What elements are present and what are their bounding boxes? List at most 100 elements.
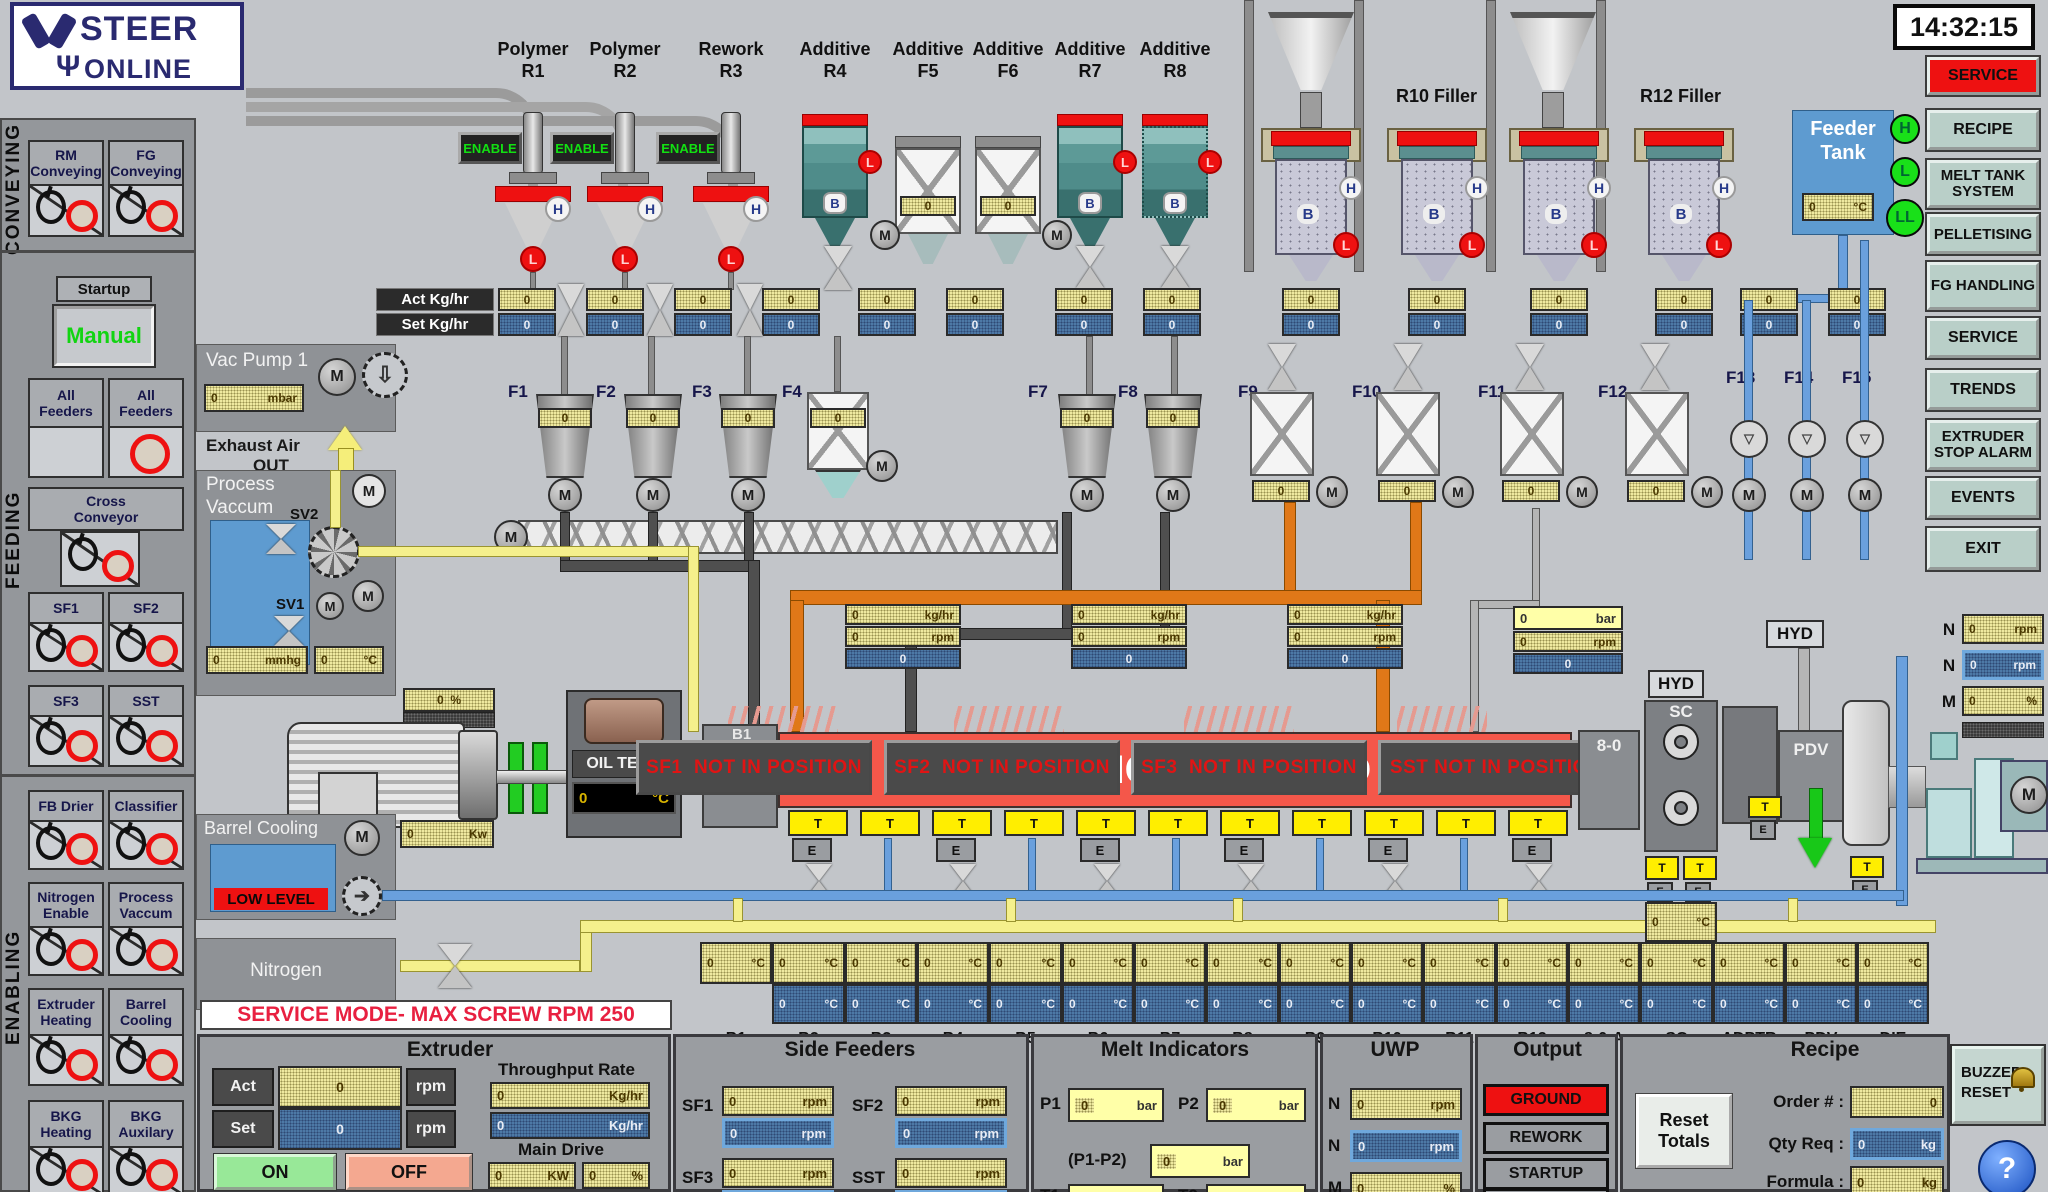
tile-fb-drier[interactable]: FB Drier: [28, 790, 104, 870]
menu-service[interactable]: SERVICE: [1925, 316, 2041, 360]
menu-trends[interactable]: TRENDS: [1925, 368, 2041, 412]
set-rate-display[interactable]: 0: [1530, 313, 1588, 336]
set-rate-display[interactable]: 0: [1828, 313, 1886, 336]
tile-sst[interactable]: SST: [108, 685, 184, 767]
main-drive-label: Main Drive: [518, 1140, 604, 1159]
menu-service-active[interactable]: SERVICE: [1925, 55, 2041, 97]
zone-set-display[interactable]: 0°C: [1857, 984, 1929, 1024]
zone-set-display[interactable]: 0°C: [1785, 984, 1857, 1024]
zone-set-display[interactable]: 0°C: [917, 984, 989, 1024]
hopper-f11: [1500, 392, 1564, 476]
tile-sf2[interactable]: SF2: [108, 592, 184, 672]
set-rate-display[interactable]: 0: [674, 313, 732, 336]
zone-set-display[interactable]: 0°C: [1062, 984, 1134, 1024]
spring-icon: [1184, 706, 1294, 732]
e-block: E: [792, 838, 832, 862]
sv1-valve-icon[interactable]: [274, 616, 304, 646]
zone-set-display[interactable]: 0°C: [989, 984, 1062, 1024]
zone-set-display[interactable]: 0°C: [772, 984, 845, 1024]
tile-sf3[interactable]: SF3: [28, 685, 104, 767]
zone-set-display[interactable]: 0°C: [1279, 984, 1351, 1024]
zone-set-display[interactable]: 0°C: [845, 984, 917, 1024]
menu-fg-handling[interactable]: FG HANDLING: [1925, 260, 2041, 312]
output-fg-silo-button[interactable]: FG SILO: [1483, 1188, 1609, 1192]
menu-recipe[interactable]: RECIPE: [1925, 108, 2041, 152]
zone-set-display[interactable]: 0°C: [1423, 984, 1496, 1024]
extruder-on-button[interactable]: ON: [213, 1153, 337, 1191]
set-rate-display[interactable]: 0: [1655, 313, 1713, 336]
zone-set-display[interactable]: 0°C: [1134, 984, 1206, 1024]
sv2-valve-icon[interactable]: [266, 524, 296, 554]
pipe: [1532, 508, 1540, 608]
set-display[interactable]: 0: [1513, 653, 1623, 674]
output-rework-button[interactable]: REWORK: [1483, 1122, 1609, 1154]
set-rate-display[interactable]: 0: [586, 313, 644, 336]
output-startup-button[interactable]: STARTUP: [1483, 1158, 1609, 1190]
feeder-set-display[interactable]: 0: [1287, 648, 1403, 669]
screw-rpm-set-display[interactable]: 0: [278, 1108, 402, 1150]
set-rate-display[interactable]: 0: [1408, 313, 1466, 336]
zone-act-display: 0°C: [1134, 942, 1206, 984]
zone-set-display[interactable]: 0°C: [1713, 984, 1785, 1024]
zone-set-display[interactable]: 0°C: [1496, 984, 1568, 1024]
zone-set-display[interactable]: 0°C: [1640, 984, 1713, 1024]
menu-exit[interactable]: EXIT: [1925, 526, 2041, 572]
zone-set-display[interactable]: 0°C: [1568, 984, 1640, 1024]
help-icon[interactable]: ?: [1978, 1140, 2036, 1192]
set-rate-display[interactable]: 0: [1055, 313, 1113, 336]
set-rate-display[interactable]: 0: [762, 313, 820, 336]
set-rate-display[interactable]: 0: [946, 313, 1004, 336]
feeder-set-display[interactable]: 0: [845, 648, 961, 669]
valve-icon: [1076, 246, 1104, 288]
zone-set-display[interactable]: 0°C: [1351, 984, 1423, 1024]
menu-pelletising[interactable]: PELLETISING: [1925, 212, 2041, 256]
menu-events[interactable]: EVENTS: [1925, 476, 2041, 520]
menu-extruder-stop-alarm[interactable]: EXTRUDER STOP ALARM: [1925, 418, 2041, 472]
mode-indicator[interactable]: Manual: [52, 304, 156, 368]
disc-hub: [1674, 735, 1688, 749]
tile-classifier[interactable]: Classifier: [108, 790, 184, 870]
menu-melt-tank[interactable]: MELT TANK SYSTEM: [1925, 158, 2041, 210]
zone-act-display: 0°C: [700, 942, 772, 984]
feeder-set-display[interactable]: 0: [1071, 648, 1187, 669]
set-rate-display[interactable]: 0: [1143, 313, 1201, 336]
tile-sf1[interactable]: SF1: [28, 592, 104, 672]
set-rate-display[interactable]: 0: [858, 313, 916, 336]
set-rate-display[interactable]: 0: [1740, 313, 1798, 336]
f11-value-display: 0: [1502, 480, 1560, 502]
nitrogen-valve-icon[interactable]: [438, 944, 472, 988]
order-display[interactable]: 0: [1850, 1086, 1944, 1118]
tile-cross-conveyor-switch[interactable]: [60, 531, 140, 587]
day-bin-cone: [1268, 12, 1354, 90]
zone-set-display[interactable]: 0°C: [1206, 984, 1279, 1024]
output-ground-button[interactable]: GROUND: [1483, 1084, 1609, 1116]
buzzer-label: RESET: [1961, 1083, 2012, 1101]
extruder-off-button[interactable]: OFF: [345, 1153, 473, 1191]
filler-collar: [1521, 146, 1597, 159]
set-rate-display[interactable]: 0: [1282, 313, 1340, 336]
set-rate-display[interactable]: 0: [498, 313, 556, 336]
divider: [2, 250, 194, 253]
